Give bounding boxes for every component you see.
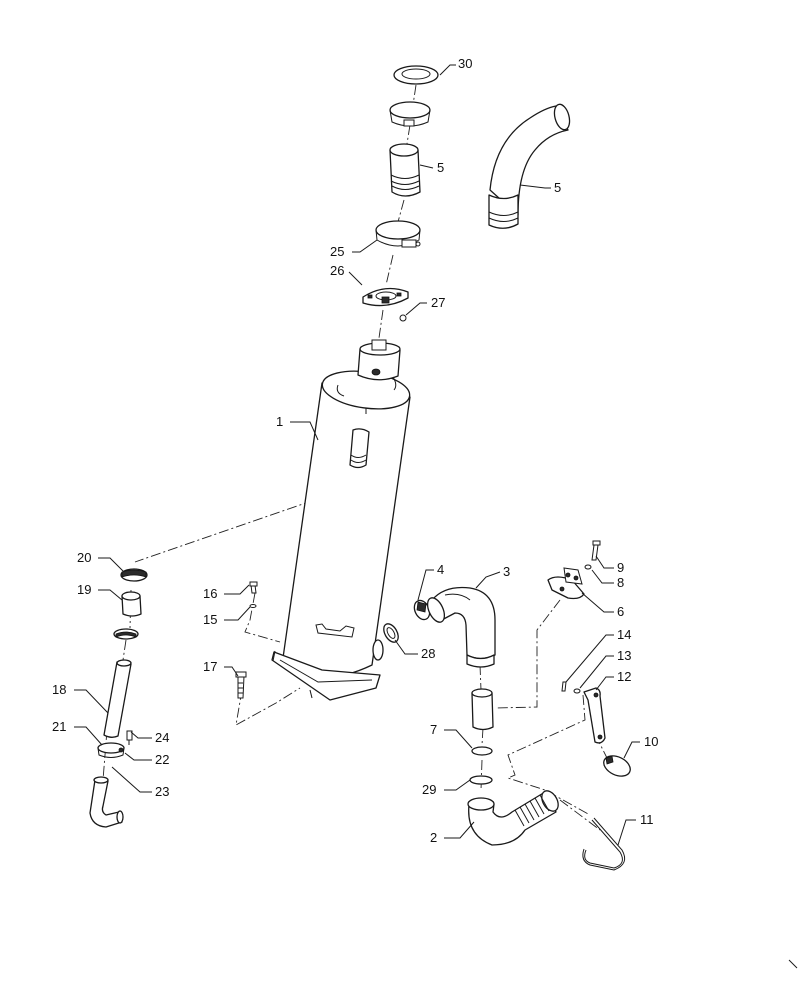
callout-8: 8 bbox=[617, 575, 624, 590]
exhaust-tube-5-short bbox=[389, 143, 421, 197]
gasket-ring-30 bbox=[393, 65, 439, 85]
callout-20: 20 bbox=[77, 550, 91, 565]
callout-18: 18 bbox=[52, 682, 66, 697]
hose-elbow-23 bbox=[89, 776, 124, 828]
bolt-17 bbox=[235, 671, 247, 699]
clamp-ring-upper bbox=[389, 101, 431, 127]
flex-elbow-2 bbox=[467, 790, 559, 846]
callout-1: 1 bbox=[276, 414, 283, 429]
callout-3: 3 bbox=[503, 564, 510, 579]
callout-30: 30 bbox=[458, 56, 472, 71]
clamp-19-lower bbox=[113, 628, 139, 640]
callout-24: 24 bbox=[155, 730, 169, 745]
sensor-bracket-6 bbox=[547, 567, 585, 600]
callout-22: 22 bbox=[155, 752, 169, 767]
callout-14: 14 bbox=[617, 627, 631, 642]
callout-2: 2 bbox=[430, 830, 437, 845]
callout-27: 27 bbox=[431, 295, 445, 310]
flange-plate-26 bbox=[362, 287, 409, 307]
corner-mark bbox=[788, 959, 798, 969]
bolt-14 bbox=[561, 681, 567, 692]
callout-29: 29 bbox=[422, 782, 436, 797]
muffler-body-1 bbox=[271, 339, 411, 701]
callout-26: 26 bbox=[330, 263, 344, 278]
callout-4: 4 bbox=[437, 562, 444, 577]
callout-5-elbow: 5 bbox=[554, 180, 561, 195]
band-7 bbox=[471, 746, 493, 756]
callout-25: 25 bbox=[330, 244, 344, 259]
clamp-21 bbox=[97, 742, 125, 758]
band-clamp-25 bbox=[375, 220, 421, 248]
clamp-20 bbox=[120, 568, 148, 582]
bolt-27 bbox=[399, 314, 407, 322]
callout-17: 17 bbox=[203, 659, 217, 674]
callout-10: 10 bbox=[644, 734, 658, 749]
callout-6: 6 bbox=[617, 604, 624, 619]
clamp-10 bbox=[603, 755, 631, 777]
ring-29 bbox=[469, 775, 493, 785]
seal-ring-28 bbox=[383, 623, 399, 643]
u-bolt-11 bbox=[582, 817, 626, 871]
washer-8 bbox=[584, 564, 592, 570]
exhaust-elbow-5 bbox=[488, 103, 571, 229]
callout-16: 16 bbox=[203, 586, 217, 601]
bolt-9 bbox=[591, 540, 601, 561]
callout-5-short: 5 bbox=[437, 160, 444, 175]
callout-12: 12 bbox=[617, 669, 631, 684]
screw-24 bbox=[126, 730, 133, 745]
connector-tube bbox=[471, 688, 494, 731]
callout-leaders bbox=[74, 64, 640, 846]
callout-23: 23 bbox=[155, 784, 169, 799]
callout-labels: 30 5 5 25 26 27 1 20 19 16 15 17 18 21 2… bbox=[52, 56, 658, 845]
bolt-16 bbox=[249, 581, 258, 594]
mounting-bracket-12 bbox=[583, 687, 606, 744]
callout-28: 28 bbox=[421, 646, 435, 661]
callout-9: 9 bbox=[617, 560, 624, 575]
washer-15 bbox=[249, 604, 257, 608]
elbow-pipe-3 bbox=[426, 586, 496, 668]
callout-15: 15 bbox=[203, 612, 217, 627]
callout-21: 21 bbox=[52, 719, 66, 734]
callout-7: 7 bbox=[430, 722, 437, 737]
callout-19: 19 bbox=[77, 582, 91, 597]
drain-tube-18 bbox=[103, 659, 132, 738]
washer-13 bbox=[573, 688, 581, 694]
callout-13: 13 bbox=[617, 648, 631, 663]
callout-11: 11 bbox=[640, 812, 654, 827]
sleeve-19 bbox=[121, 591, 142, 617]
